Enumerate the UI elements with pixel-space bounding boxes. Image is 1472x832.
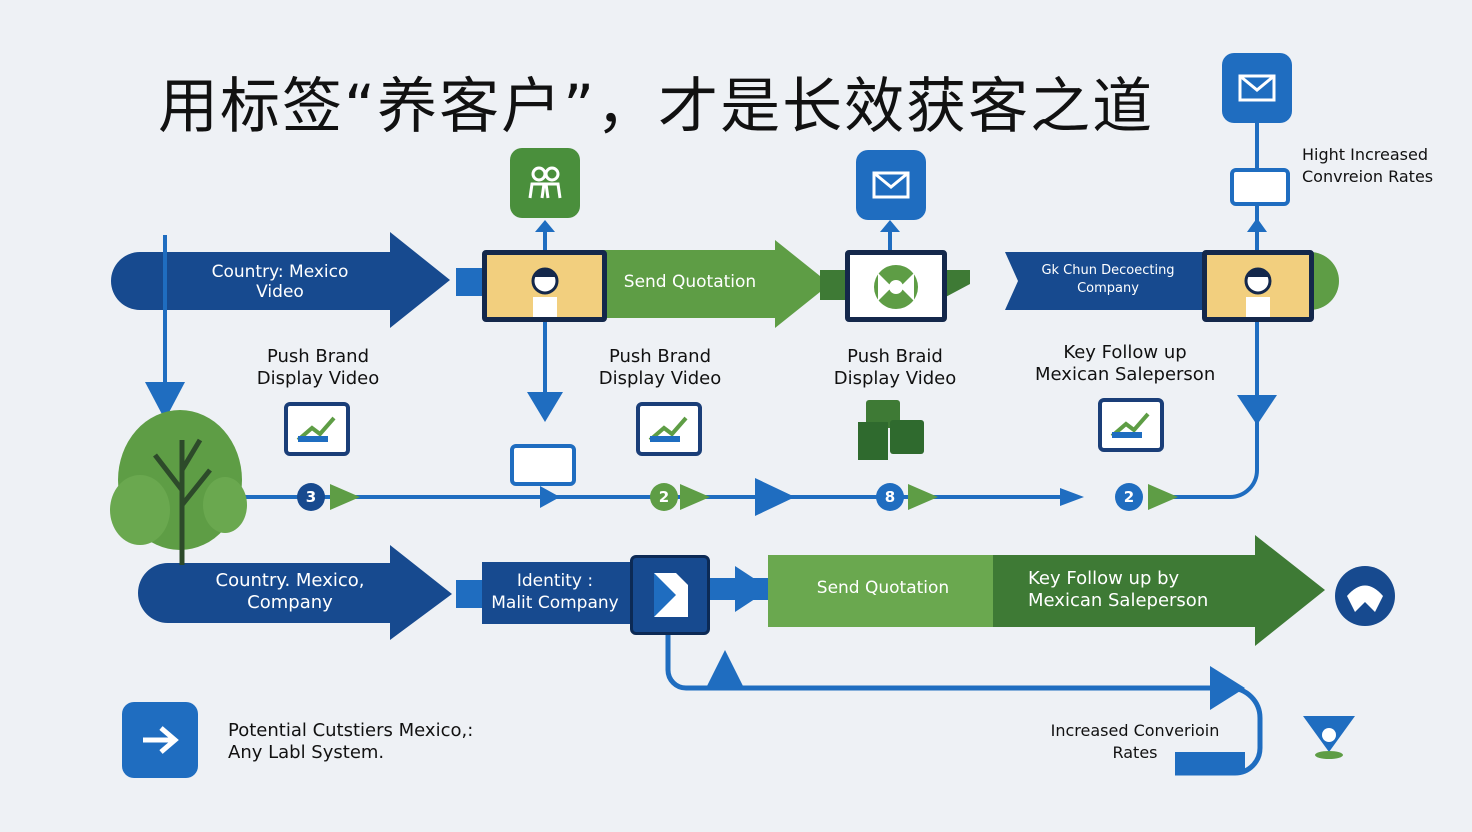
badge-monitor-icon <box>845 250 947 322</box>
chart-doc-icon-2 <box>636 402 702 456</box>
person-monitor-icon <box>482 250 607 322</box>
card-icon <box>1230 168 1290 206</box>
bottom-arrow-1-shape <box>138 545 452 640</box>
mail-icon-2 <box>1222 53 1292 123</box>
document-icon <box>630 555 710 635</box>
people-icon <box>510 148 580 218</box>
step-number-4: 2 <box>1115 483 1143 511</box>
tree-icon <box>110 410 247 565</box>
arrow-right-icon <box>122 702 198 778</box>
bottom-arrow-1-label: Country. Mexico,Company <box>215 570 365 613</box>
top-arrow-1-shape <box>111 232 450 328</box>
step-number-2: 2 <box>650 483 678 511</box>
bottom-arrow-2-shape <box>482 562 632 624</box>
top-arrow-3-shape <box>1005 252 1205 310</box>
card-icon-2 <box>510 444 576 486</box>
chart-doc-icon <box>284 402 350 456</box>
bottom-arrow-2-label: Identity :Malit Company <box>491 571 619 613</box>
badge-icon <box>1303 716 1355 759</box>
page-title: 用标签“养客户”，才是长效获客之道 <box>158 72 1155 142</box>
mail-icon <box>856 150 926 220</box>
legend-text: Potential Cutstiers Mexico,:Any Labl Sys… <box>228 720 474 763</box>
bottom-arrow-4-shape <box>993 535 1325 646</box>
bottom-arrow-3-shape <box>768 555 998 627</box>
step-number-3: 8 <box>876 483 904 511</box>
bottom-arrow-3-label: Send Quotation <box>816 578 950 598</box>
person-monitor-icon-2 <box>1202 250 1314 322</box>
app-icons <box>858 400 926 460</box>
top-arrow-2-label: Send Quotation <box>623 272 757 292</box>
step-number-1: 3 <box>297 483 325 511</box>
chart-doc-icon-3 <box>1098 398 1164 452</box>
top-arrow-2-shape <box>600 240 830 328</box>
shield-end-icon <box>1335 566 1395 626</box>
